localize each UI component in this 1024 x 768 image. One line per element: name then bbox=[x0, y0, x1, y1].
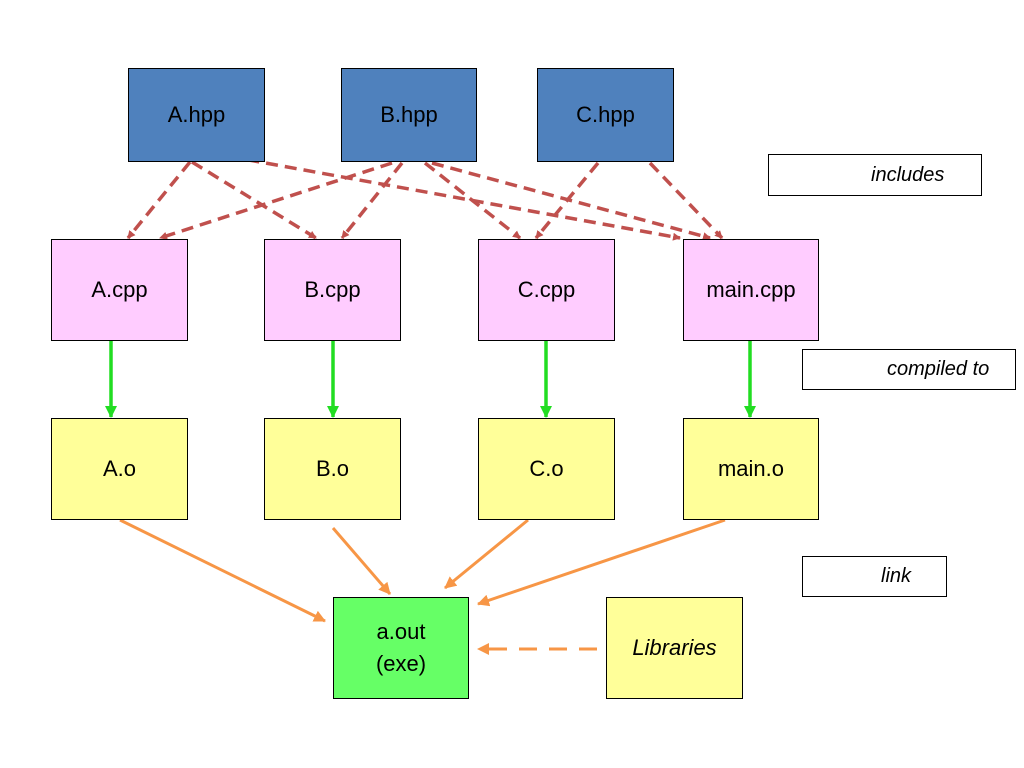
include-arrow-bhpp-bcpp bbox=[340, 161, 404, 240]
object-node-a: A.o bbox=[51, 418, 188, 520]
source-node-main: main.cpp bbox=[683, 239, 819, 341]
include-arrow-bhpp-maincpp bbox=[431, 161, 711, 241]
source-node-a: A.cpp bbox=[51, 239, 188, 341]
legend-includes-label: includes bbox=[871, 163, 945, 186]
source-node-b: B.cpp bbox=[264, 239, 401, 341]
legend-compiled-label: compiled to bbox=[887, 358, 990, 380]
object-node-c: C.o bbox=[478, 418, 615, 520]
legend-link-label: link bbox=[881, 565, 912, 587]
executable-node: a.out (exe) bbox=[333, 597, 469, 699]
include-arrow-ahpp-acpp bbox=[126, 160, 192, 240]
header-node-b: B.hpp bbox=[341, 68, 477, 162]
link-arrow-maino bbox=[477, 518, 726, 607]
executable-type: (exe) bbox=[375, 651, 427, 676]
source-node-c: C.cpp bbox=[478, 239, 615, 341]
legend-link: link bbox=[802, 556, 947, 597]
header-node-c: C.hpp bbox=[537, 68, 674, 162]
include-arrow-ahpp-maincpp bbox=[209, 151, 681, 241]
link-arrow-bo bbox=[331, 527, 392, 595]
include-arrow-bhpp-ccpp bbox=[423, 161, 522, 240]
executable-name: a.out bbox=[376, 619, 426, 644]
link-arrow-ao bbox=[119, 518, 326, 623]
legend-compiled-to: compiled to bbox=[802, 349, 1016, 390]
include-arrow-chpp-maincpp bbox=[648, 161, 724, 240]
libraries-node: Libraries bbox=[606, 597, 743, 699]
object-node-b: B.o bbox=[264, 418, 401, 520]
link-arrow-co bbox=[444, 518, 529, 590]
legend-includes: includes bbox=[768, 154, 982, 196]
include-arrow-bhpp-acpp bbox=[159, 161, 393, 240]
header-node-a: A.hpp bbox=[128, 68, 265, 162]
object-node-main: main.o bbox=[683, 418, 819, 520]
include-arrow-ahpp-bcpp bbox=[191, 160, 317, 240]
include-arrow-chpp-ccpp bbox=[534, 161, 600, 240]
